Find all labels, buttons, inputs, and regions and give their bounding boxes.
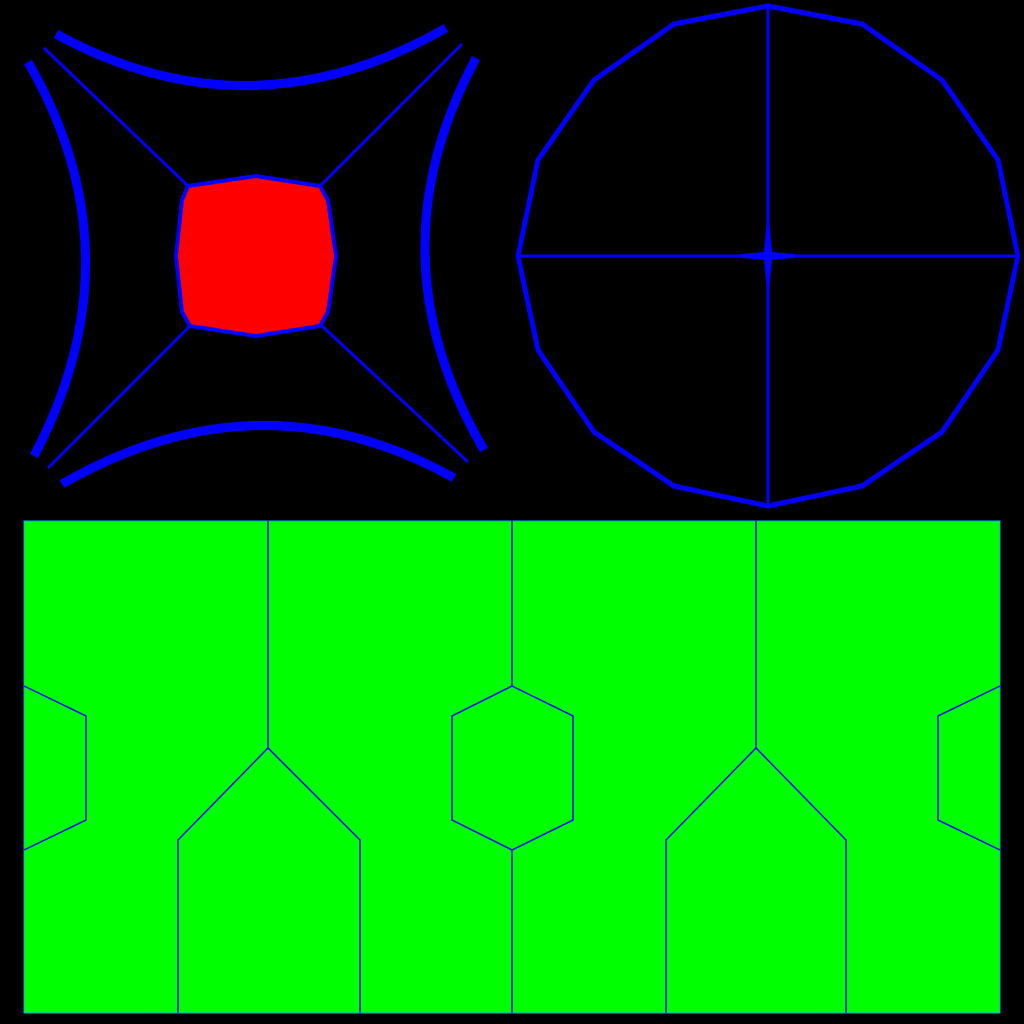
tile-right-half-hex	[937, 685, 1001, 851]
red-core	[174, 174, 338, 338]
hexadecagon-figure	[515, 3, 1021, 509]
tile-left-arch	[177, 746, 361, 1013]
arc-right	[420, 55, 488, 453]
tile-right-arch	[665, 746, 847, 1013]
hexagon-tiling-panel	[23, 520, 1001, 1014]
arc-top	[53, 24, 449, 91]
tile-left-half-hex	[23, 685, 87, 851]
spoke-top-right	[318, 42, 464, 188]
curved-star-figure	[24, 24, 488, 488]
center-star	[722, 206, 814, 302]
arc-bottom	[59, 420, 457, 488]
tiling-lines	[23, 521, 1001, 1013]
arc-left	[24, 59, 91, 459]
spoke-bottom-left	[46, 324, 192, 470]
spoke-top-left	[42, 46, 190, 188]
spoke-bottom-right	[320, 324, 470, 464]
